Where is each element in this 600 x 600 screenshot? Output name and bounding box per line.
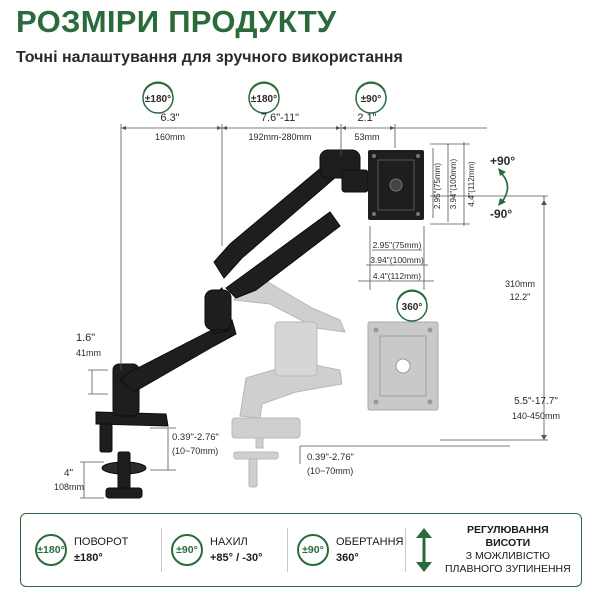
rotation-badge-1: ±180° xyxy=(142,81,174,114)
feature-rotation-value: 360° xyxy=(336,552,359,564)
clamp-2-inch: 0.39"-2.76" xyxy=(307,452,354,463)
page-title: РОЗМІРИ ПРОДУКТУ xyxy=(16,4,337,39)
rotation-icon: ±90° xyxy=(297,534,329,566)
tilt-arrow-heads xyxy=(498,168,506,206)
clamp-1-inch: 0.39"-2.76" xyxy=(172,432,219,443)
dim-1-mm: 160mm xyxy=(155,132,185,142)
feature-rotation-label: ОБЕРТАННЯ xyxy=(336,536,404,548)
feature-height-line-3: З МОЖЛИВІСТЮ xyxy=(465,550,550,562)
feature-swivel-label: ПОВОРОТ xyxy=(74,536,129,548)
rotation-badge-2: ±180° xyxy=(248,81,280,114)
dimension-arrows xyxy=(121,126,547,440)
feature-height: РЕГУЛЮВАННЯ ВИСОТИ З МОЖЛИВІСТЮ ПЛАВНОГО… xyxy=(413,514,571,586)
base-inch: 4" xyxy=(64,468,74,479)
feature-tilt-value: +85° / -30° xyxy=(210,552,263,564)
swivel-icon: ±180° xyxy=(35,534,67,566)
height-adjust-icon xyxy=(416,528,432,572)
feature-rotation: ±90° ОБЕРТАННЯ 360° xyxy=(297,514,403,586)
features-panel: ±180° ПОВОРОТ ±180° ±90° НАХИЛ +85° / -3… xyxy=(20,513,582,587)
ghost-monitor-plate xyxy=(367,321,439,411)
product-dimension-diagram: ±180° ±180° ±90° 360° 6.3" 160mm 7.6"-11… xyxy=(54,81,560,499)
dimension-lines xyxy=(80,124,548,499)
monitor-plate xyxy=(368,150,424,220)
dim-2-inch: 7.6"-11" xyxy=(261,112,299,124)
vesa-horizontal-112: 4.4"(112mm) xyxy=(373,271,421,281)
dim-2-mm: 192mm-280mm xyxy=(248,132,311,142)
pole-mm: 41mm xyxy=(76,348,101,358)
vesa-vertical-100: 3.94"(100mm) xyxy=(449,158,458,209)
feature-height-line-2: ВИСОТИ xyxy=(485,537,531,549)
rotation-badge-3: ±90° xyxy=(355,81,387,114)
clamp-1-mm: (10~70mm) xyxy=(172,446,218,456)
page-subtitle: Точні налаштування для зручного використ… xyxy=(16,49,403,66)
tilt-down-label: -90° xyxy=(490,207,512,221)
base-mm: 108mm xyxy=(54,482,84,492)
tilt-arrows xyxy=(499,171,509,203)
dimension-labels: 6.3" 160mm 7.6"-11" 192mm-280mm 2.1" 53m… xyxy=(54,112,560,492)
feature-divider xyxy=(161,528,162,572)
tilt-up-label: +90° xyxy=(490,154,515,168)
badge-3-label: ±90° xyxy=(361,94,382,105)
feature-divider xyxy=(405,528,406,572)
pole-inch: 1.6" xyxy=(76,332,95,344)
dim-3-inch: 2.1" xyxy=(357,112,376,124)
height-range-mm: 140-450mm xyxy=(512,411,560,421)
rotation-badge-4: 360° xyxy=(396,289,428,322)
height-inch: 12.2" xyxy=(510,292,531,302)
monitor-arm xyxy=(95,149,369,499)
tilt-icon: ±90° xyxy=(171,534,203,566)
feature-tilt: ±90° НАХИЛ +85° / -30° xyxy=(171,514,263,586)
feature-height-line-1: РЕГУЛЮВАННЯ xyxy=(467,524,549,536)
vesa-horizontal-75: 2.95"(75mm) xyxy=(373,240,422,250)
feature-swivel: ±180° ПОВОРОТ ±180° xyxy=(35,514,128,586)
badge-2-label: ±180° xyxy=(251,94,277,105)
dim-3-mm: 53mm xyxy=(354,132,379,142)
feature-divider xyxy=(287,528,288,572)
badge-1-label: ±180° xyxy=(145,94,171,105)
feature-swivel-value: ±180° xyxy=(74,552,103,564)
clamp-2-mm: (10~70mm) xyxy=(307,466,353,476)
height-range-inch: 5.5"-17.7" xyxy=(514,396,558,407)
ghost-arm xyxy=(231,281,346,488)
dim-1-inch: 6.3" xyxy=(160,112,179,124)
feature-height-line-4: ПЛАВНОГО ЗУПИНЕННЯ xyxy=(445,563,571,575)
vesa-vertical-112: 4.4"(112mm) xyxy=(467,161,476,207)
badge-4-label: 360° xyxy=(402,302,423,313)
vesa-vertical-75: 2.95"(75mm) xyxy=(433,163,442,209)
vesa-horizontal-100: 3.94"(100mm) xyxy=(370,255,424,265)
height-mm: 310mm xyxy=(505,279,535,289)
feature-tilt-label: НАХИЛ xyxy=(210,536,248,548)
